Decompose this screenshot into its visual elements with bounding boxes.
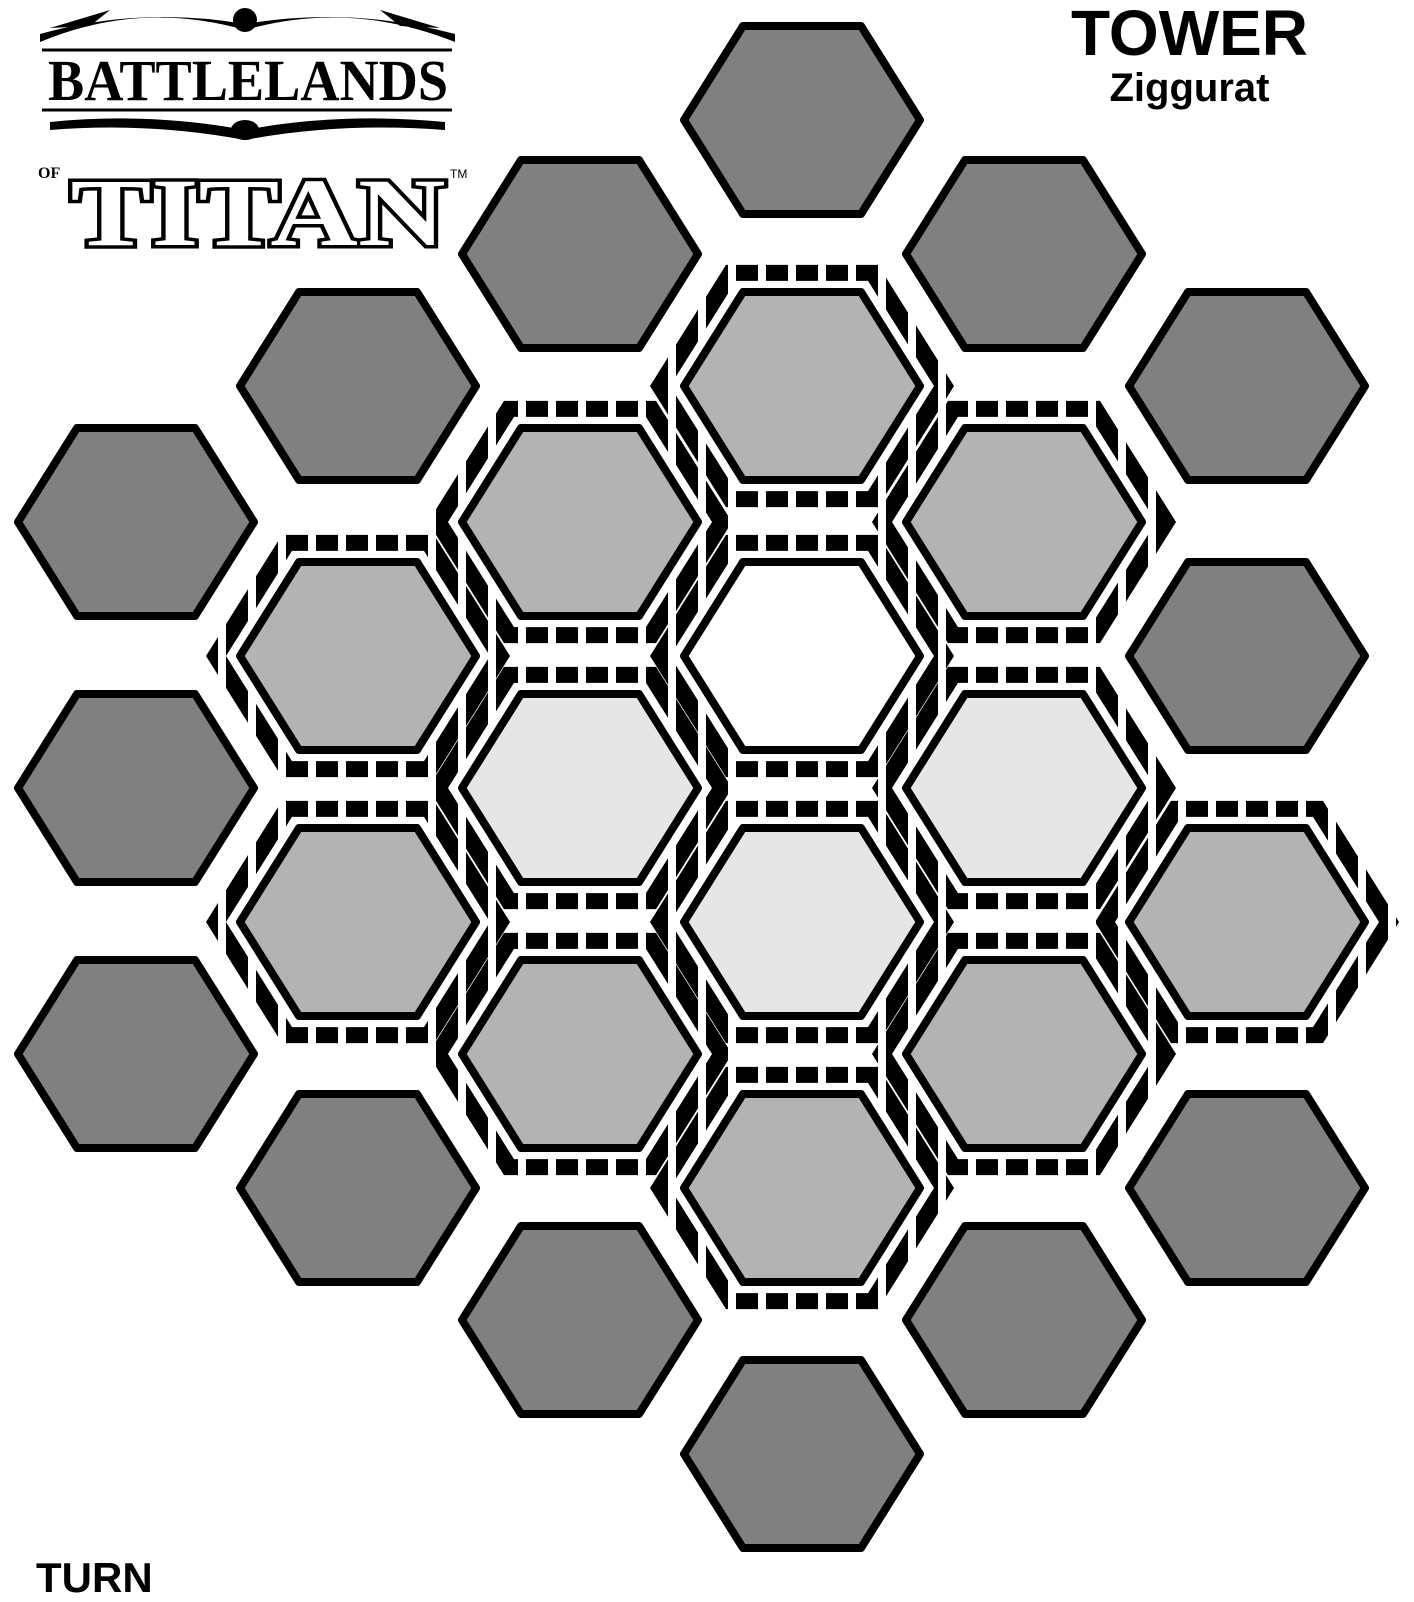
hex-dark-c1-r3[interactable] bbox=[240, 1094, 476, 1282]
hex-dark-c4-r4[interactable] bbox=[906, 1226, 1142, 1414]
hex-dark-c3-r0[interactable] bbox=[684, 26, 920, 214]
hex-dark-c5-r1[interactable] bbox=[1129, 562, 1365, 750]
turn-label: TURN bbox=[36, 1554, 153, 1602]
hex-dark-c1-r0[interactable] bbox=[240, 292, 476, 480]
hex-dark-c2-r0[interactable] bbox=[462, 160, 698, 348]
hex-dark-c5-r3[interactable] bbox=[1129, 1094, 1365, 1282]
hex-dark-c0-r2[interactable] bbox=[18, 960, 254, 1148]
hex-dark-c0-r0[interactable] bbox=[18, 428, 254, 616]
hex-dark-c4-r0[interactable] bbox=[906, 160, 1142, 348]
hex-dark-c0-r1[interactable] bbox=[18, 694, 254, 882]
hex-dark-c3-r5[interactable] bbox=[684, 1360, 920, 1548]
hex-dark-c5-r0[interactable] bbox=[1129, 292, 1365, 480]
hex-dark-c2-r4[interactable] bbox=[462, 1226, 698, 1414]
